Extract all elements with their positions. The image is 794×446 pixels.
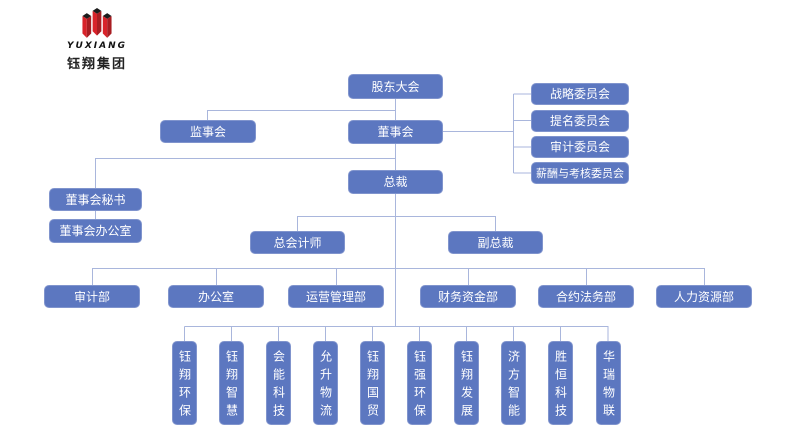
org-node-president: 总裁	[348, 170, 443, 194]
org-node-department-legal: 合约法务部	[538, 285, 634, 308]
logo-brand-latin: YUXIANG	[67, 41, 127, 51]
org-node-board-secretary: 董事会秘书	[49, 188, 142, 211]
logo-mark-icon	[82, 8, 112, 38]
org-node-department-audit: 审计部	[44, 285, 140, 308]
connector-subsidiaries-rail	[184, 326, 609, 341]
connector-branch-secretary	[95, 158, 396, 188]
org-node-board-of-directors: 董事会	[348, 120, 443, 144]
org-node-subsidiary-3: 会能科技	[266, 341, 291, 425]
org-node-department-operations: 运营管理部	[288, 285, 384, 308]
company-logo: YUXIANG 钰翔集团	[42, 8, 152, 72]
connector-accountant-vicepresident	[297, 216, 496, 231]
org-node-shareholders-meeting: 股东大会	[348, 74, 443, 99]
org-node-subsidiary-8: 济方智能	[501, 341, 526, 425]
logo-company-name: 钰翔集团	[66, 57, 127, 72]
org-node-subsidiary-1: 钰翔环保	[172, 341, 197, 425]
org-node-committee-strategy: 战略委员会	[531, 83, 629, 105]
org-node-vice-president: 副总裁	[448, 231, 543, 254]
connector-branch-supervisory	[207, 110, 396, 120]
org-node-subsidiary-7: 钰翔发展	[454, 341, 479, 425]
org-node-board-office: 董事会办公室	[49, 219, 142, 243]
org-node-committee-remuneration: 薪酬与考核委员会	[531, 162, 629, 184]
org-node-subsidiary-2: 钰翔智慧	[219, 341, 244, 425]
connector-departments-rail	[92, 268, 705, 285]
org-node-subsidiary-9: 胜恒科技	[548, 341, 573, 425]
org-node-subsidiary-6: 钰强环保	[407, 341, 432, 425]
org-node-committee-nomination: 提名委员会	[531, 110, 629, 132]
org-node-department-hr: 人力资源部	[656, 285, 752, 308]
org-node-department-office: 办公室	[168, 285, 264, 308]
org-node-chief-accountant: 总会计师	[250, 231, 345, 254]
org-node-department-finance: 财务资金部	[420, 285, 516, 308]
org-node-subsidiary-10: 华瑞物联	[596, 341, 621, 425]
org-node-supervisory-board: 监事会	[160, 120, 256, 143]
org-node-subsidiary-5: 钰翔国贸	[360, 341, 385, 425]
org-node-subsidiary-4: 允升物流	[313, 341, 338, 425]
org-node-committee-audit: 审计委员会	[531, 136, 629, 158]
connector-board-to-committees	[443, 93, 531, 174]
